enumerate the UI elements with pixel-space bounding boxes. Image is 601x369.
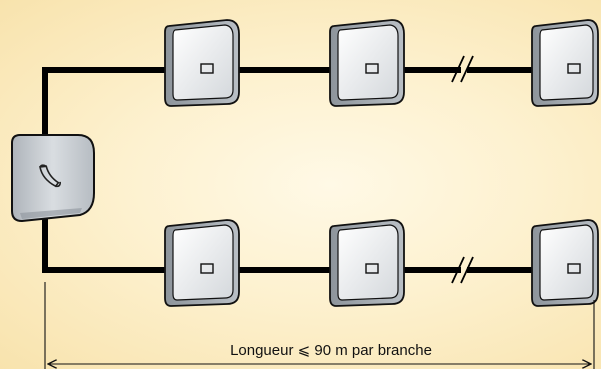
bottom-break-mark [451,256,474,284]
dimension-label: Longueur ⩽ 90 m par branche [230,342,432,359]
outlet-bottom-2 [329,219,405,307]
outlet-top-3 [531,19,599,107]
top-break-mark [451,55,474,83]
outlet-bottom-1 [164,219,240,307]
outlet-top-2 [329,19,405,107]
top-riser-cable [42,67,175,148]
outlet-top-1 [164,19,240,107]
phone-handset-icon [39,164,61,188]
dimension-line [44,282,595,369]
central-phone-box [11,134,95,223]
bottom-riser-cable [42,207,175,273]
cables [42,67,543,273]
outlet-bottom-3 [531,219,599,307]
